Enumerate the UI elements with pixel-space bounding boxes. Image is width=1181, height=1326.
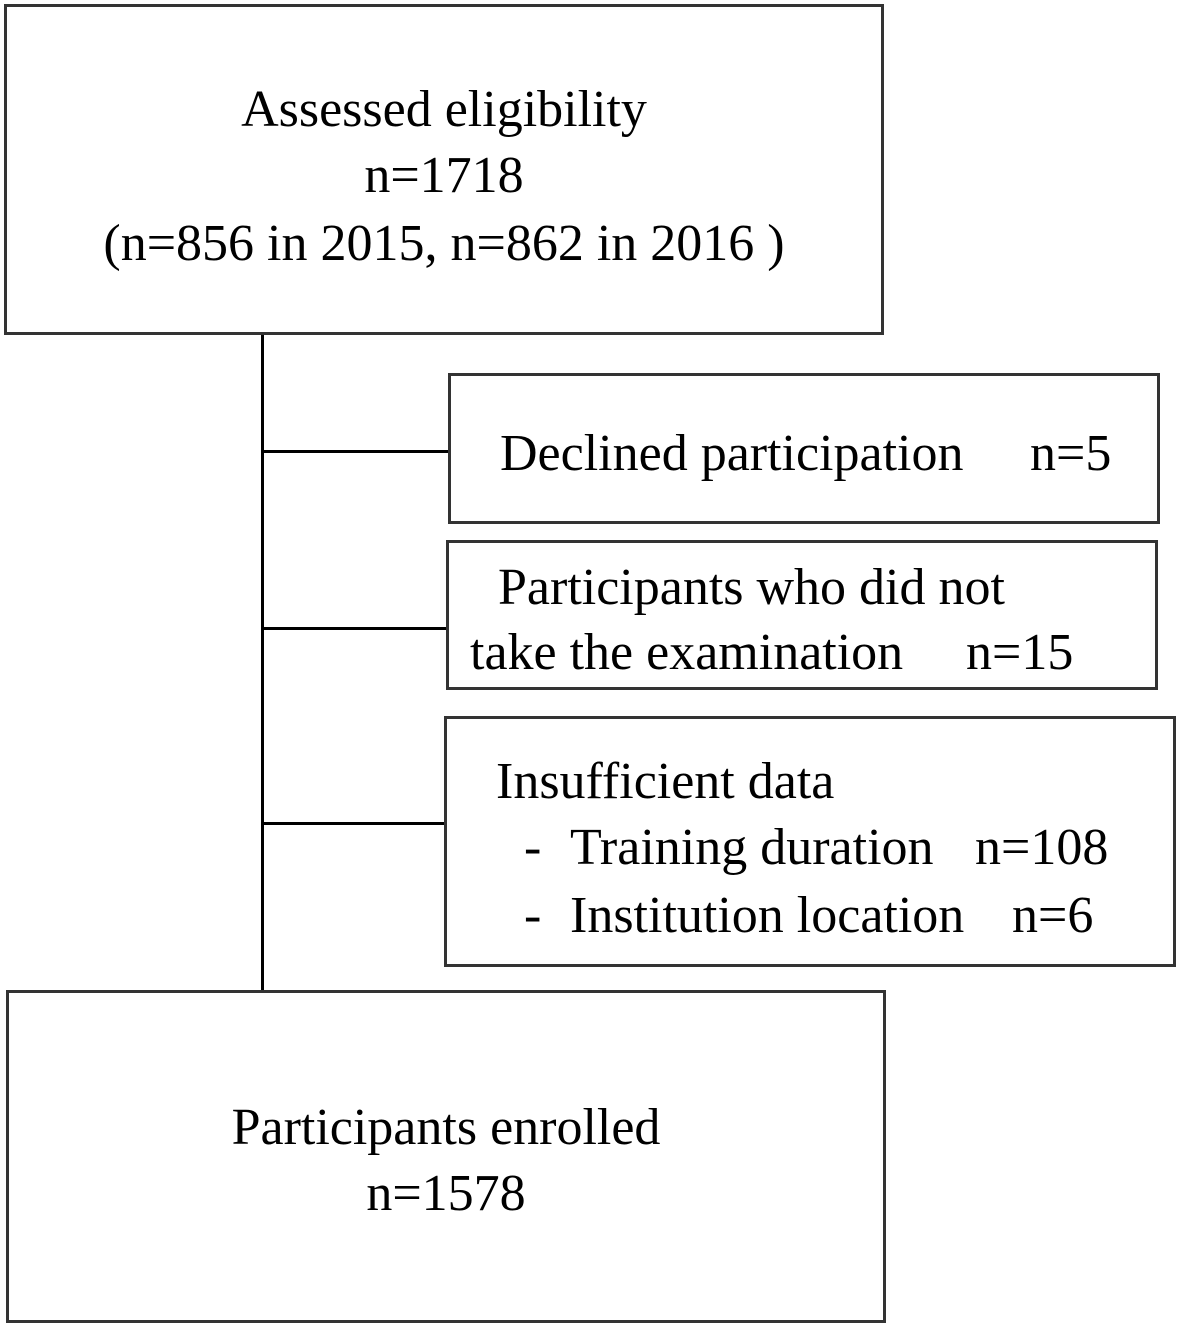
insufficient-item-count: n=108 — [975, 819, 1109, 876]
insufficient-data-title: Insufficient data — [496, 753, 835, 810]
declined-participation-label: Declined participation — [500, 425, 964, 482]
main-vertical-connector — [261, 333, 264, 992]
assessed-eligibility-box — [4, 4, 884, 335]
assessed-eligibility-title: Assessed eligibility — [241, 81, 647, 138]
connector-no-exam — [261, 627, 448, 630]
declined-participation-box — [448, 373, 1160, 524]
no-examination-line1: Participants who did not — [498, 559, 1005, 616]
declined-participation-count: n=5 — [1030, 425, 1112, 482]
connector-insufficient — [261, 822, 446, 825]
insufficient-item-dash: - — [524, 819, 542, 876]
no-examination-count: n=15 — [966, 624, 1074, 681]
participants-enrolled-title: Participants enrolled — [231, 1099, 661, 1156]
no-examination-label: take the examination — [470, 624, 904, 681]
participants-enrolled-count: n=1578 — [366, 1165, 526, 1222]
assessed-eligibility-count: n=1718 — [364, 147, 524, 204]
insufficient-item-label: Training duration — [570, 819, 934, 876]
assessed-eligibility-breakdown: (n=856 in 2015, n=862 in 2016 ) — [103, 215, 785, 272]
connector-declined — [261, 450, 450, 453]
insufficient-item-dash: - — [524, 887, 542, 944]
insufficient-item-count: n=6 — [1012, 887, 1094, 944]
insufficient-item-label: Institution location — [570, 887, 965, 944]
no-examination-box — [446, 540, 1158, 690]
insufficient-data-box — [444, 716, 1176, 967]
participants-enrolled-box — [6, 990, 886, 1323]
